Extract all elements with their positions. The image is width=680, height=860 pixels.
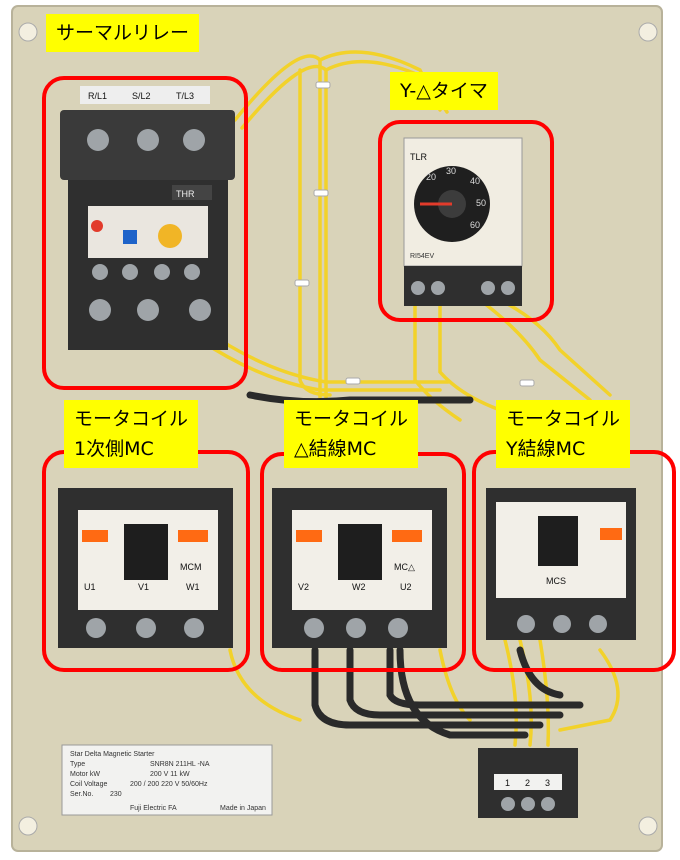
svg-text:W1: W1 [186,582,200,592]
coil2-highlight [260,452,466,672]
contactor-mcs: MCS [486,488,636,640]
contactor-mc-delta: MC△ V2 W2 U2 [272,488,447,648]
svg-text:30: 30 [446,166,456,176]
svg-text:3: 3 [545,778,550,788]
coil3-highlight [472,450,676,672]
timer-device: TLR 20 30 40 50 60 RI54EV [403,137,523,306]
mount-hole [18,22,38,42]
nameplate: Star Delta Magnetic Starter Type SNR8N 2… [61,744,273,816]
coil2-label: モータコイル△結線MC [284,400,419,468]
svg-text:U2: U2 [400,582,412,592]
svg-text:S/L2: S/L2 [132,91,151,101]
svg-text:U1: U1 [84,582,96,592]
svg-text:TLR: TLR [410,152,428,162]
svg-text:RI54EV: RI54EV [410,253,434,260]
svg-text:200 V 11 kW: 200 V 11 kW [150,771,190,778]
svg-text:1: 1 [505,778,510,788]
cable-ties [294,81,535,387]
terminal-block: 1 2 3 [478,748,578,818]
svg-text:MCM: MCM [180,562,202,572]
svg-text:Fuji Electric FA: Fuji Electric FA [130,805,177,812]
contactor-mcm: MCM U1 V1 W1 [58,488,233,648]
svg-text:200 / 200 220 V 50/60Hz: 200 / 200 220 V 50/60Hz [130,781,208,788]
svg-text:2: 2 [525,778,530,788]
timer-label: Y-△タイマ [390,72,498,110]
svg-text:R/L1: R/L1 [88,91,107,101]
mount-hole [18,816,38,836]
svg-text:Made in Japan: Made in Japan [220,805,266,812]
svg-text:V1: V1 [138,582,149,592]
thermal-relay-label: サーマルリレー [46,14,200,52]
svg-text:V2: V2 [298,582,309,592]
svg-text:Star Delta Magnetic Starter: Star Delta Magnetic Starter [70,751,155,758]
mount-hole [638,816,658,836]
svg-text:W2: W2 [352,582,366,592]
coil1-highlight [42,450,250,672]
svg-text:MCS: MCS [546,576,566,586]
svg-text:50: 50 [476,198,486,208]
svg-text:20: 20 [426,172,436,182]
thermal-relay-highlight [42,76,248,390]
timer-highlight [378,120,554,322]
svg-text:230: 230 [110,791,122,798]
svg-text:THR: THR [176,189,195,199]
svg-text:60: 60 [470,220,480,230]
svg-text:Coil Voltage: Coil Voltage [70,781,107,788]
mount-hole [638,22,658,42]
svg-text:MC△: MC△ [394,562,415,572]
svg-text:T/L3: T/L3 [176,91,194,101]
svg-text:SNR8N 211HL -NA: SNR8N 211HL -NA [150,761,210,768]
svg-text:Ser.No.: Ser.No. [70,791,93,798]
svg-text:Type: Type [70,761,85,768]
svg-text:Motor kW: Motor kW [70,771,100,778]
svg-text:40: 40 [470,176,480,186]
thermal-relay-device: R/L1 S/L2 T/L3 THR [60,86,235,350]
